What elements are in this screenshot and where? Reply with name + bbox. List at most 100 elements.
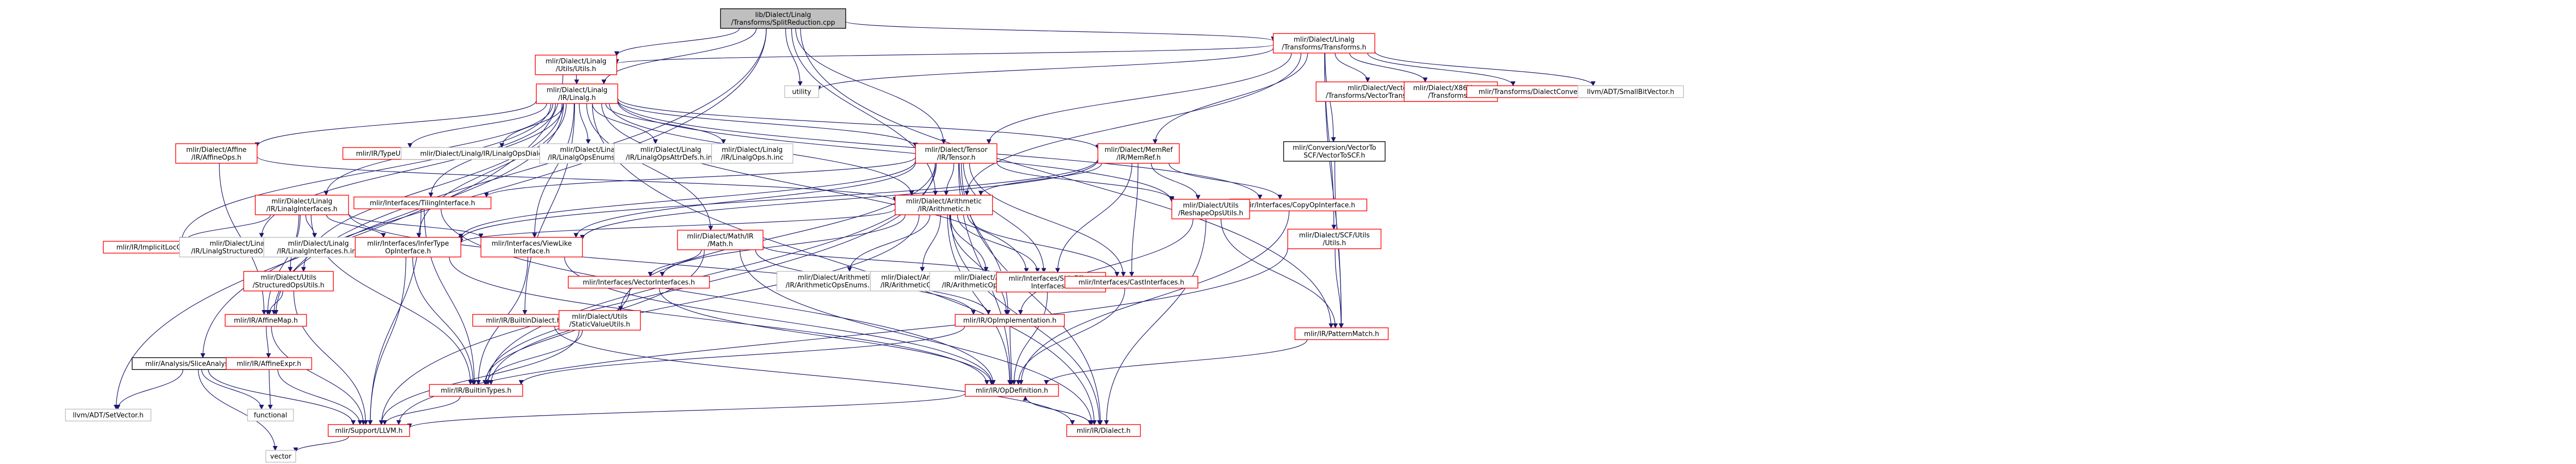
node-lin-transforms[interactable]: mlir/Dialect/Linalg/Transforms/Transform… <box>1273 33 1376 54</box>
node-reshape-utils[interactable]: mlir/Dialect/Utils/ReshapeOpsUtils.h <box>1171 199 1250 219</box>
node-lin-ir-linalg[interactable]: mlir/Dialect/Linalg/IR/Linalg.h <box>536 83 618 104</box>
edge-memref-to-reshape-utils <box>1151 163 1201 200</box>
node-label-line: llvm/ADT/SetVector.h <box>73 412 143 420</box>
edge-arith-to-cast-iface <box>967 214 1120 277</box>
node-label-line: mlir/IR/Dialect.h <box>1077 427 1131 435</box>
edge-arith-to-sideeffect <box>957 214 1040 273</box>
node-root: lib/Dialect/Linalg/Transforms/SplitReduc… <box>720 8 846 29</box>
node-dialect-conversion[interactable]: mlir/Transforms/DialectConversion.h <box>1466 85 1613 98</box>
edge-arith-to-opdefinition <box>947 214 1012 385</box>
edge-dialect-h-to-opdefinition <box>1023 396 1091 425</box>
edge-affineexpr-to-llvm-h <box>277 369 363 425</box>
node-label-line: mlir/Dialect/Utils <box>572 313 628 321</box>
edge-lin-transforms-to-tensor <box>986 53 1292 144</box>
edge-opdefinition-to-llvm-h <box>407 393 966 429</box>
node-label-line: Interfaces.h <box>1031 283 1071 290</box>
node-label-line: mlir/Dialect/Math/IR <box>687 233 753 240</box>
node-label-line: /IR/LinalgInterfaces.h.inc <box>277 248 360 255</box>
edge-lin-transforms-to-dialect-conversion <box>1367 53 1516 87</box>
edge-lin-ir-linalg-to-affine-ops <box>255 100 537 147</box>
edge-opimpl-to-opdefinition <box>1009 326 1014 385</box>
node-cast-iface[interactable]: mlir/Interfaces/CastInterfaces.h <box>1064 276 1198 289</box>
node-label-line: mlir/Conversion/VectorTo <box>1293 144 1376 152</box>
edge-lin-ir-linalg-to-dialect-h <box>592 103 1097 425</box>
edge-root-to-tensor <box>795 28 946 144</box>
node-label-line: /Transforms/SplitReduction.cpp <box>731 19 835 27</box>
node-label-line: mlir/Interfaces/ViewLike <box>492 240 572 248</box>
node-structured-utils[interactable]: mlir/Dialect/Utils/StructuredOpsUtils.h <box>243 271 334 291</box>
node-arith[interactable]: mlir/Dialect/Arithmetic/IR/Arithmetic.h <box>894 195 993 215</box>
node-tiling-iface[interactable]: mlir/Interfaces/TilingInterface.h <box>353 196 492 210</box>
node-label-line: mlir/Dialect/Linalg <box>288 240 349 248</box>
node-box <box>1097 143 1180 164</box>
edge-root-to-sliceanalysis <box>200 28 767 358</box>
node-memref[interactable]: mlir/Dialect/MemRef/IR/MemRef.h <box>1097 143 1180 164</box>
node-conv-vec-scf[interactable]: mlir/Conversion/VectorToSCF/VectorToSCF.… <box>1283 141 1386 162</box>
node-scf-utils[interactable]: mlir/Dialect/SCF/Utils/Utils.h <box>1287 229 1382 249</box>
edge-vector-iface-to-builtintypes <box>482 288 631 385</box>
node-label-line: mlir/Dialect/Linalg <box>272 198 332 205</box>
node-mathir[interactable]: mlir/Dialect/Math/IR/Math.h <box>677 230 764 250</box>
node-dialect-h[interactable]: mlir/IR/Dialect.h <box>1066 424 1141 437</box>
edge-lin-interfaces-to-lin-iface-inc <box>305 214 317 238</box>
node-builtindialect[interactable]: mlir/IR/BuiltinDialect.h <box>472 314 575 327</box>
node-affinemap[interactable]: mlir/IR/AffineMap.h <box>225 314 307 327</box>
node-box <box>1066 424 1141 437</box>
node-label-line: mlir/IR/BuiltinDialect.h <box>486 317 561 325</box>
node-label-line: mlir/IR/AffineMap.h <box>234 317 298 325</box>
node-llvm-h[interactable]: mlir/Support/LLVM.h <box>328 424 410 437</box>
edge-lin-ir-linalg-to-sideeffect <box>601 103 1029 273</box>
node-box <box>429 384 523 397</box>
node-functional[interactable]: functional <box>247 408 294 422</box>
node-lin-iface-inc[interactable]: mlir/Dialect/Linalg/IR/LinalgInterfaces.… <box>263 237 374 257</box>
node-opimpl[interactable]: mlir/IR/OpImplementation.h <box>955 314 1065 327</box>
node-label-line: /Transforms/Transforms.h <box>1282 44 1366 51</box>
node-lin-interfaces[interactable]: mlir/Dialect/Linalg/IR/LinalgInterfaces.… <box>255 195 349 215</box>
node-label-line: mlir/Interfaces/InferType <box>367 240 449 248</box>
node-affineexpr[interactable]: mlir/IR/AffineExpr.h <box>226 357 312 370</box>
node-label-line: /IR/LinalgOpsAttrDefs.h.inc <box>626 154 716 162</box>
edge-lin-interfaces-to-infertype <box>326 214 386 238</box>
edge-lin-ir-linalg-to-infertype <box>416 103 567 238</box>
edge-affinemap-to-llvm-h <box>271 326 366 425</box>
node-lin-ops-attrdefs[interactable]: mlir/Dialect/Linalg/IR/LinalgOpsAttrDefs… <box>614 143 728 164</box>
node-smallbitvector[interactable]: llvm/ADT/SmallBitVector.h <box>1577 85 1684 98</box>
node-box <box>226 357 312 370</box>
edge-reshape-utils-to-opimpl <box>1018 218 1194 315</box>
node-box <box>558 310 641 331</box>
edge-root-to-lin-utils <box>614 28 740 57</box>
node-box <box>65 408 151 422</box>
node-box <box>1287 229 1382 249</box>
edge-arith-to-builtintypes <box>488 214 920 385</box>
edge-tensor-to-tiling-iface <box>484 157 916 198</box>
edge-root-to-arith <box>791 28 938 196</box>
node-vector-iface[interactable]: mlir/Interfaces/VectorInterfaces.h <box>568 276 710 289</box>
node-label-line: mlir/IR/PatternMatch.h <box>1304 331 1379 338</box>
node-static-value[interactable]: mlir/Dialect/Utils/StaticValueUtils.h <box>558 310 641 331</box>
node-label-line: /IR/MemRef.h <box>1116 154 1161 162</box>
node-label-line: mlir/IR/BuiltinTypes.h <box>440 387 511 395</box>
node-builtintypes[interactable]: mlir/IR/BuiltinTypes.h <box>429 384 523 397</box>
node-opdefinition[interactable]: mlir/IR/OpDefinition.h <box>964 384 1059 397</box>
node-label-line: /IR/LinalgOpsEnums.h.inc <box>548 154 633 162</box>
node-patternmatch[interactable]: mlir/IR/PatternMatch.h <box>1294 327 1389 340</box>
node-vector[interactable]: vector <box>265 450 296 463</box>
edge-tensor-to-viewlike <box>573 162 916 238</box>
edge-lin-transforms-to-memref <box>1153 53 1308 144</box>
node-label-line: mlir/Dialect/Linalg <box>722 146 783 154</box>
edge-builtintypes-to-llvm-h <box>382 396 461 425</box>
node-lin-ops-inc[interactable]: mlir/Dialect/Linalg/IR/LinalgOps.h.inc <box>711 143 793 164</box>
node-copy-iface[interactable]: mlir/Interfaces/CopyOpInterface.h <box>1229 198 1367 212</box>
node-label-line: /IR/Arithmetic.h <box>918 205 970 213</box>
node-utility[interactable]: utility <box>784 85 819 98</box>
node-label-line: mlir/Dialect/Utils <box>261 274 316 282</box>
node-tensor[interactable]: mlir/Dialect/Tensor/IR/Tensor.h <box>915 143 997 164</box>
node-setvector[interactable]: llvm/ADT/SetVector.h <box>65 408 151 422</box>
node-label-line: mlir/Interfaces/CastInterfaces.h <box>1078 279 1184 287</box>
node-affine-ops[interactable]: mlir/Dialect/Affine/IR/AffineOps.h <box>175 143 258 164</box>
edge-arith-to-infertype <box>458 208 896 244</box>
node-lin-utils[interactable]: mlir/Dialect/Linalg/Utils/Utils.h <box>535 55 617 75</box>
